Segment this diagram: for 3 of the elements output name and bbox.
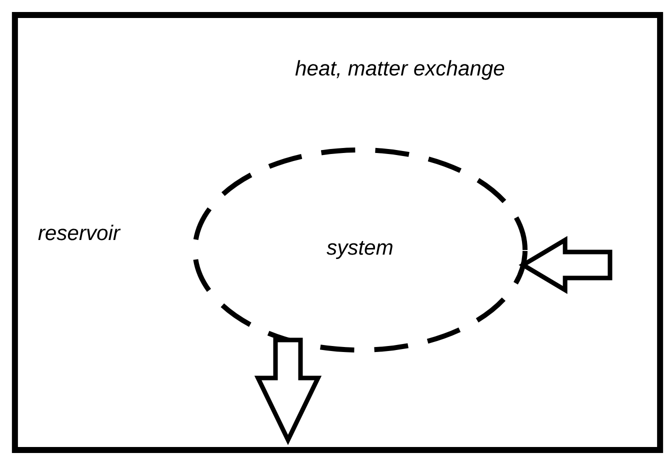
block-arrow: [254, 338, 322, 446]
block-arrow: [518, 236, 612, 294]
text-label: heat, matter exchange: [295, 60, 504, 80]
